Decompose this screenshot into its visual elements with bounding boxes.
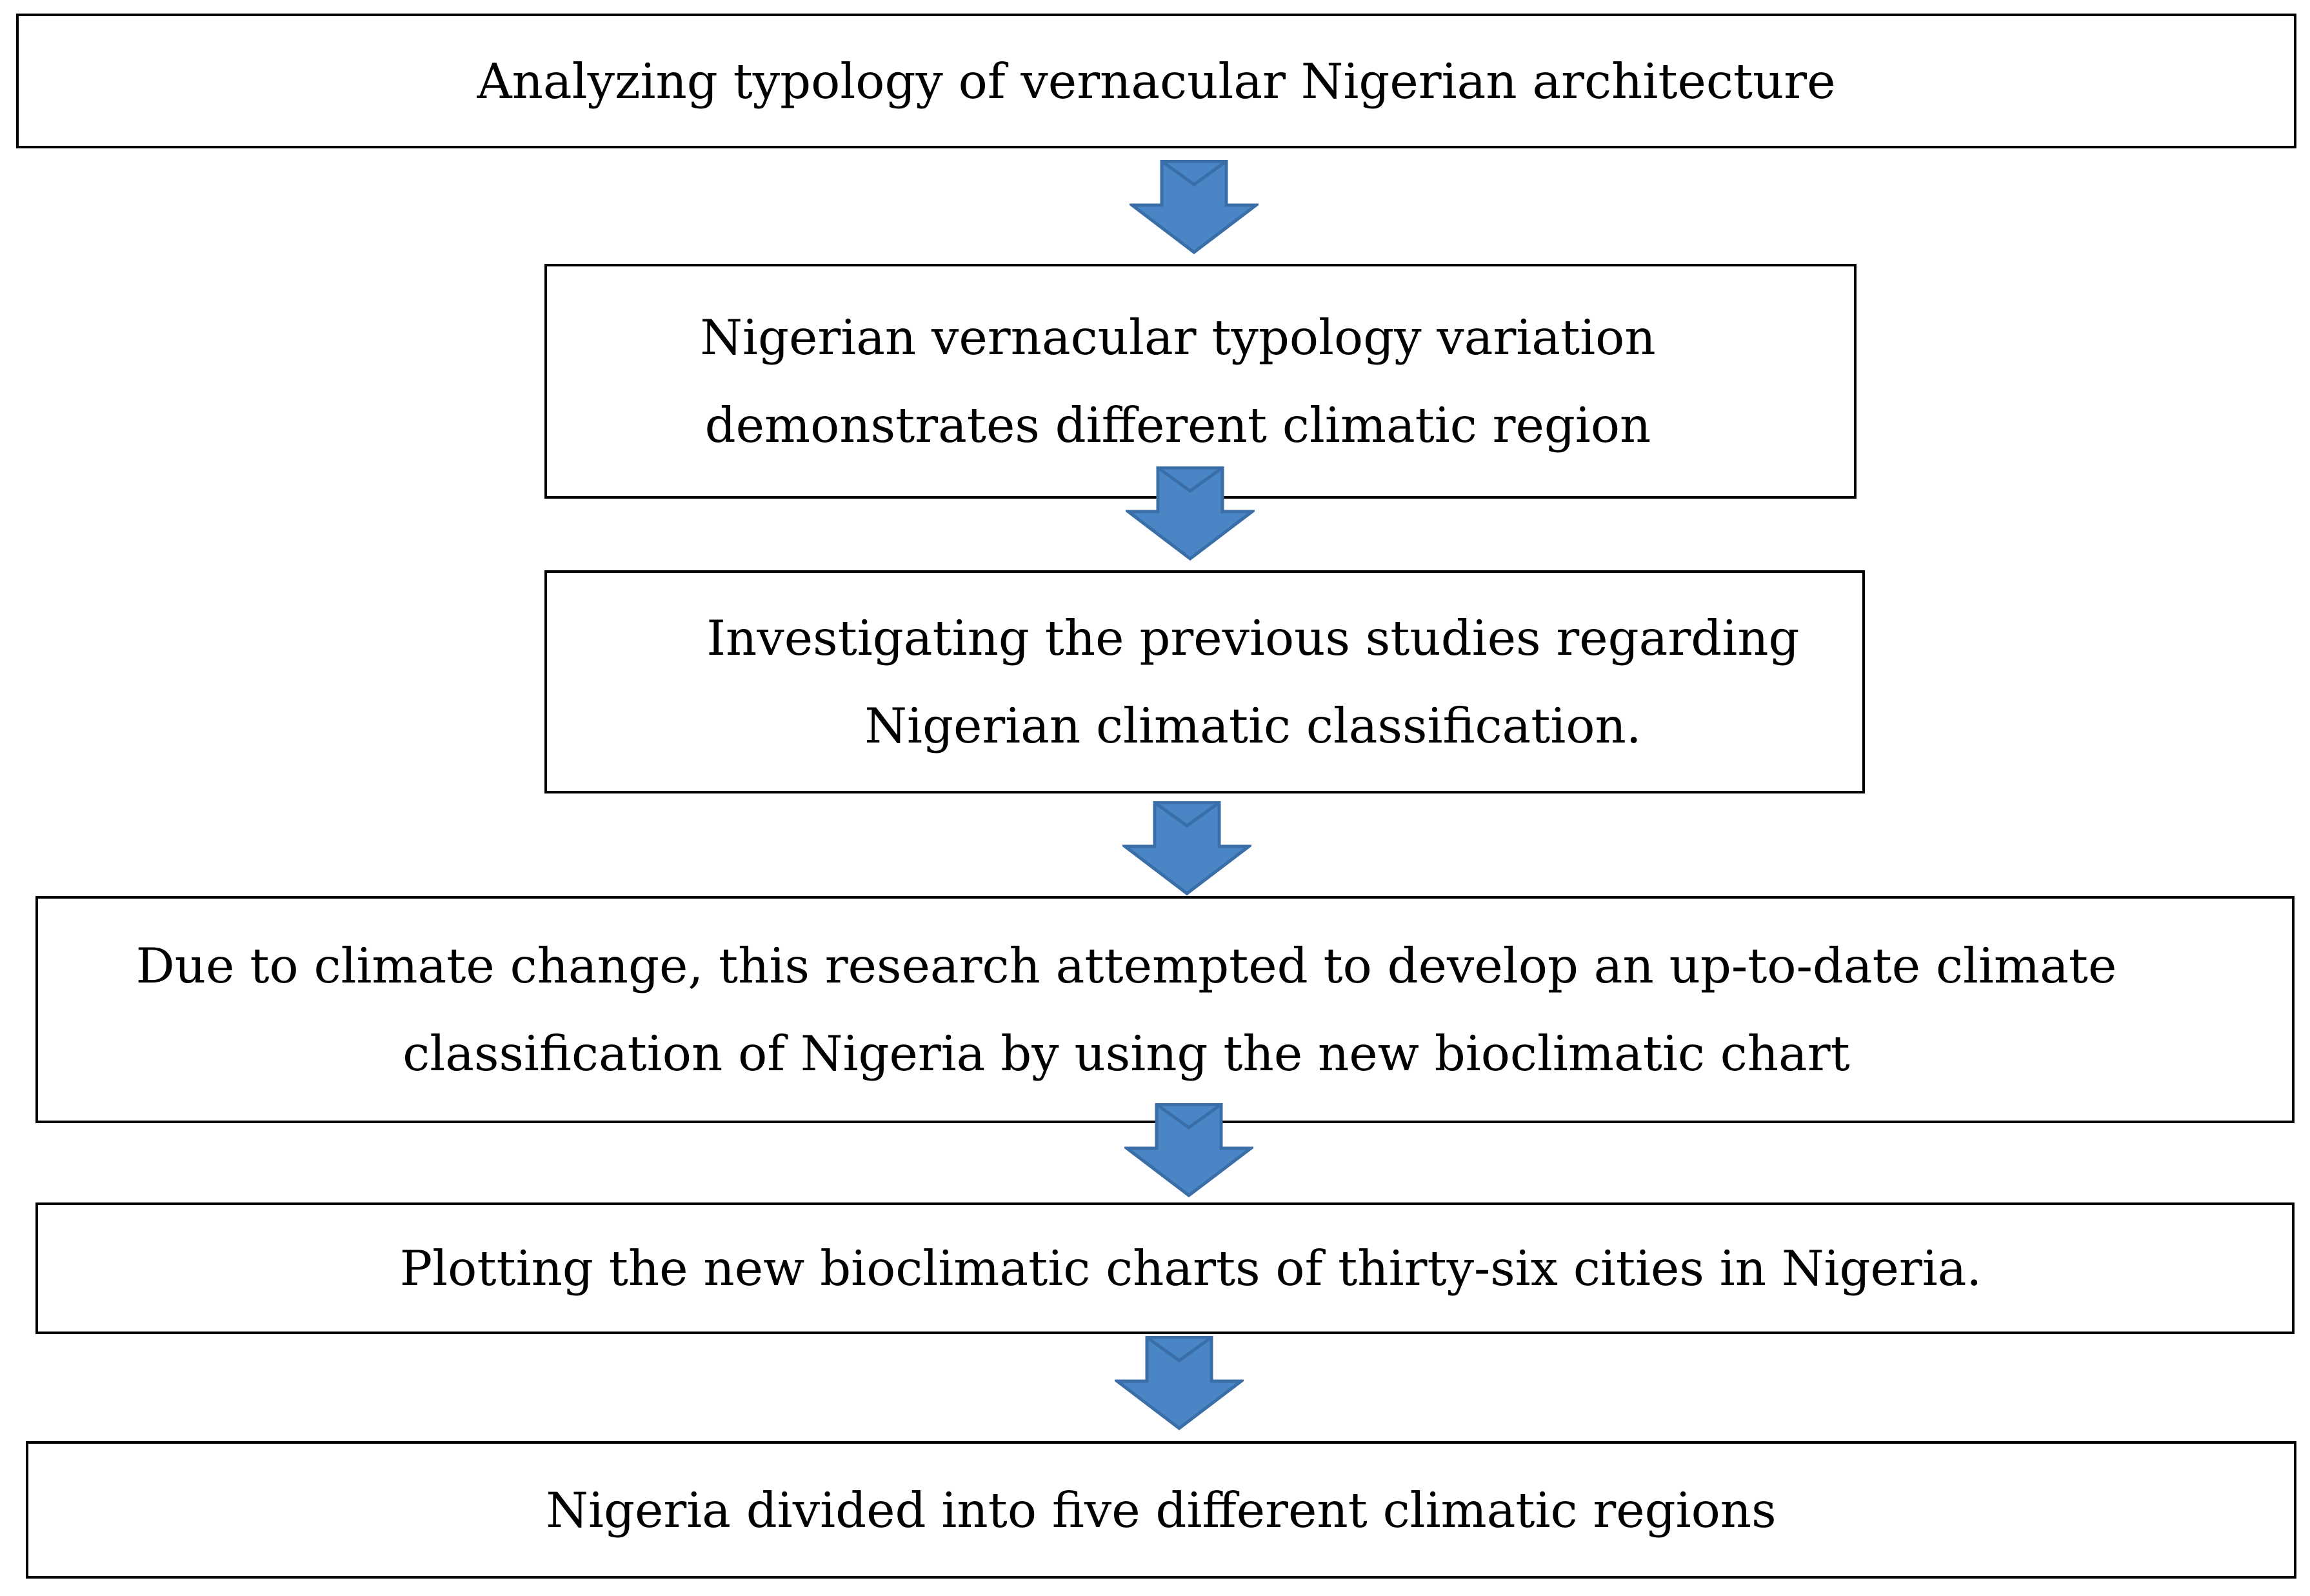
flow-step-6: Nigeria divided into five different clim…	[26, 1441, 2296, 1579]
down-arrow-icon-4	[1124, 1103, 1253, 1197]
down-arrow-icon	[1122, 801, 1251, 895]
down-arrow-icon-5	[1115, 1336, 1244, 1430]
flow-step-5: Plotting the new bioclimatic charts of t…	[35, 1202, 2295, 1334]
flow-step-5-text: Plotting the new bioclimatic charts of t…	[399, 1240, 1982, 1297]
flow-step-1-text: Analyzing typology of vernacular Nigeria…	[477, 52, 1836, 110]
down-arrow-icon	[1115, 1336, 1244, 1430]
down-arrow-icon-1	[1130, 160, 1259, 254]
flow-step-4-text: Due to climate change, this research att…	[135, 937, 2117, 1082]
down-arrow-icon-2	[1126, 466, 1255, 561]
flow-step-3: Investigating the previous studies regar…	[544, 570, 1865, 793]
flow-step-2: Nigerian vernacular typology variation d…	[544, 264, 1857, 499]
flow-step-2-text: Nigerian vernacular typology variation d…	[700, 309, 1656, 454]
down-arrow-icon	[1130, 160, 1259, 254]
flow-step-6-text: Nigeria divided into five different clim…	[546, 1481, 1777, 1539]
flow-step-3-text: Investigating the previous studies regar…	[706, 610, 1800, 754]
down-arrow-icon	[1126, 466, 1255, 561]
flow-step-1: Analyzing typology of vernacular Nigeria…	[16, 14, 2296, 148]
down-arrow-icon-3	[1122, 801, 1251, 895]
down-arrow-icon	[1124, 1103, 1253, 1197]
flow-step-4: Due to climate change, this research att…	[35, 896, 2295, 1123]
